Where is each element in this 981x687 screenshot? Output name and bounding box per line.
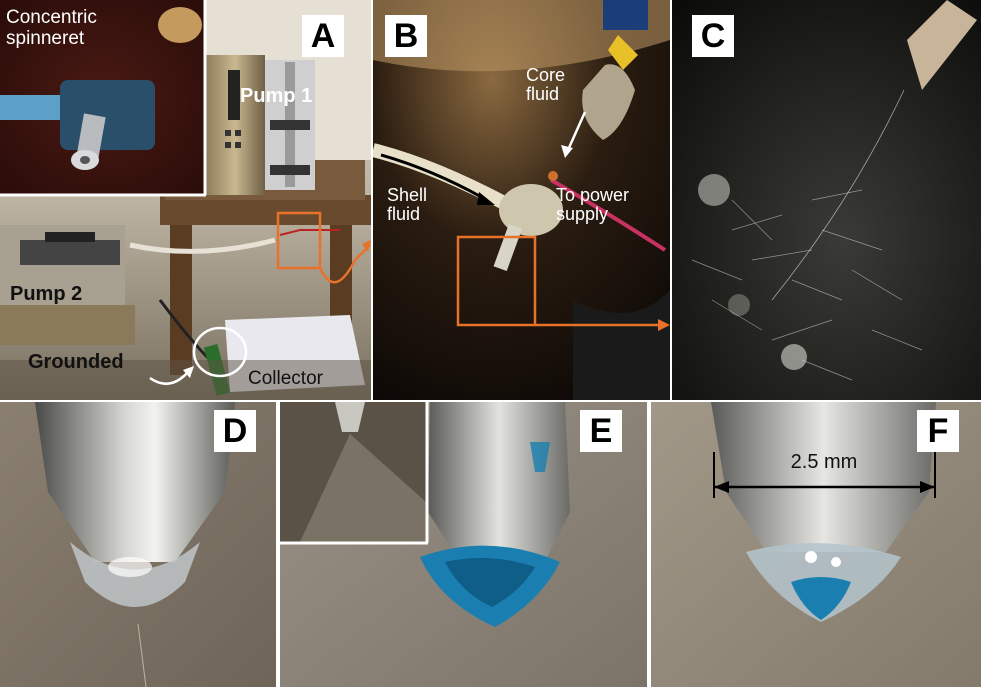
panel-d: D	[0, 402, 276, 687]
shell-fluid-label: Shell fluid	[387, 185, 428, 225]
pump1-label: Pump 1	[240, 85, 313, 107]
panel-b: B Core fluid Shell fluid To power supply	[373, 0, 670, 400]
panel-c: C	[672, 0, 981, 400]
panel-c-letter: C	[692, 15, 734, 57]
panel-e-letter: E	[580, 410, 622, 452]
panel-a: A Concentric spinneret Pump 1 Pump 2 Gro…	[0, 0, 371, 400]
scale-bar-label: 2.5 mm	[790, 451, 858, 473]
panel-f: 2.5 mm F	[651, 402, 981, 687]
panel-a-letter: A	[302, 15, 344, 57]
panel-b-letter: B	[385, 15, 427, 57]
core-fluid-label: Core fluid	[526, 65, 566, 105]
pump2-label: Pump 2	[10, 283, 83, 305]
panel-f-letter: F	[917, 410, 959, 452]
panel-a-photo	[0, 0, 371, 400]
inset-label-spinneret: Concentric spinneret	[6, 7, 97, 49]
power-supply-label: To power supply	[556, 185, 630, 225]
panel-d-letter: D	[214, 410, 256, 452]
panel-b-photo	[373, 0, 670, 400]
panel-c-photo	[672, 0, 981, 400]
grounded-label: Grounded	[28, 351, 124, 373]
panel-e: E	[280, 402, 647, 687]
collector-label: Collector	[248, 368, 323, 389]
